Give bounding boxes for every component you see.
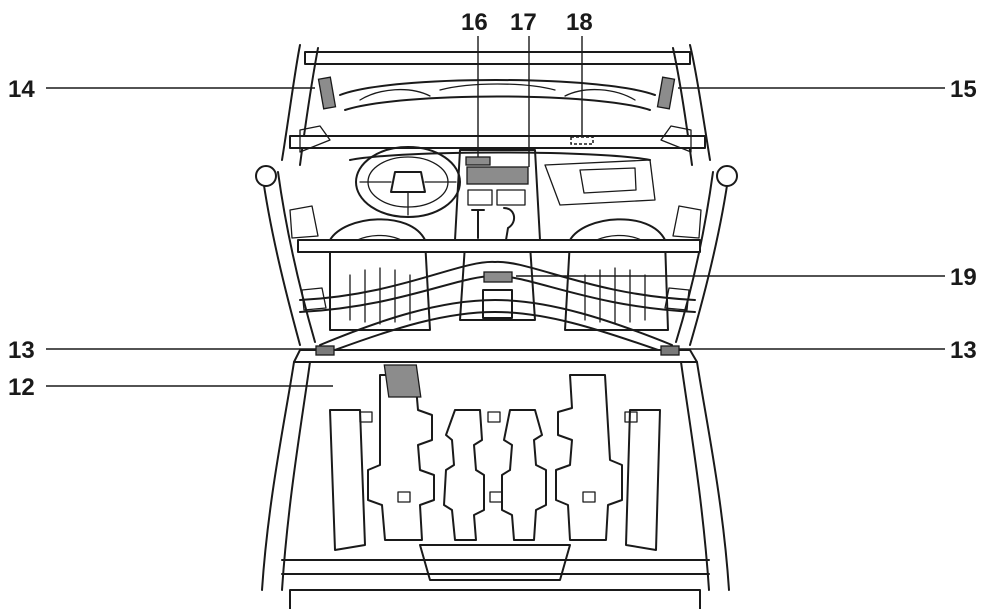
callout-15: 15 [950,76,977,103]
callout-19: 19 [950,264,977,291]
bed-floor-pattern [329,374,661,551]
label-15-decal [656,76,676,110]
label-13-left-decal [315,345,335,356]
callout-16: 16 [461,9,488,36]
callout-labels: 14 15 16 17 18 19 13 13 12 [8,9,977,401]
leader-lines [46,36,945,387]
callout-18: 18 [566,9,593,36]
steering-wheel [355,146,461,218]
label-13-right-decal [660,345,680,356]
callout-13-left: 13 [8,337,35,364]
dashboard [339,79,656,206]
callout-14: 14 [8,76,35,103]
rear-crossbar [289,205,702,351]
callout-17: 17 [510,9,537,36]
label-19-decal [483,271,513,283]
label-17-decal [466,166,529,185]
vehicle-drawing [255,44,738,609]
label-16-decal [465,156,491,166]
callout-12: 12 [8,374,35,401]
callout-13-right: 13 [950,337,977,364]
label-locations [315,76,680,398]
rops-frame [255,44,738,346]
cargo-bed [261,349,730,609]
label-14-decal [317,76,337,110]
label-12-decal [383,364,422,398]
